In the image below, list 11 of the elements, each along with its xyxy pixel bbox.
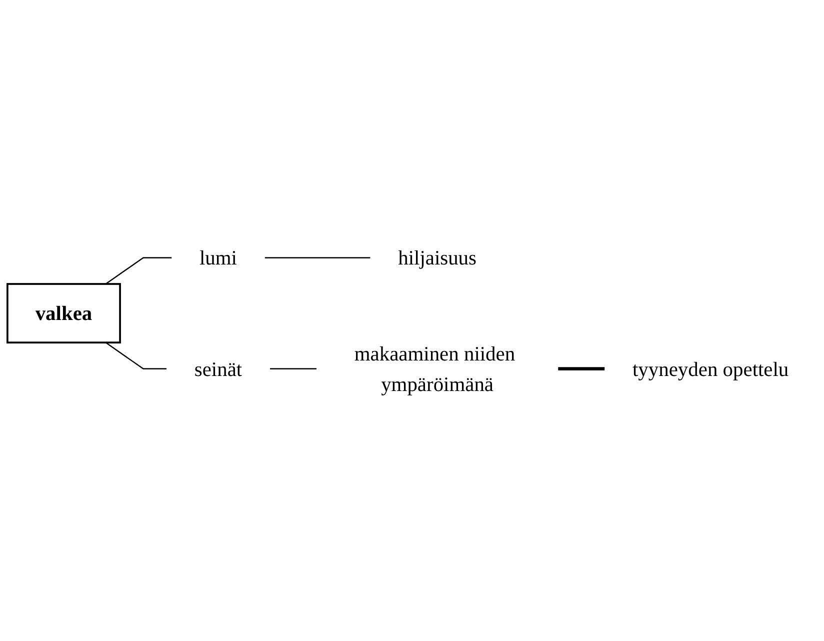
node-text: tyyneyden opettelu <box>632 356 789 380</box>
connector <box>105 256 172 284</box>
node-box: valkea <box>6 282 121 344</box>
connector <box>270 368 316 369</box>
node-text: seinät <box>194 356 242 380</box>
connector <box>264 256 370 258</box>
node-text: makaaminen niiden ympäröimänä <box>354 341 516 396</box>
node-text: hiljaisuus <box>398 246 476 269</box>
connector <box>558 366 605 370</box>
connector <box>105 342 166 369</box>
node-text: lumi <box>200 246 237 269</box>
